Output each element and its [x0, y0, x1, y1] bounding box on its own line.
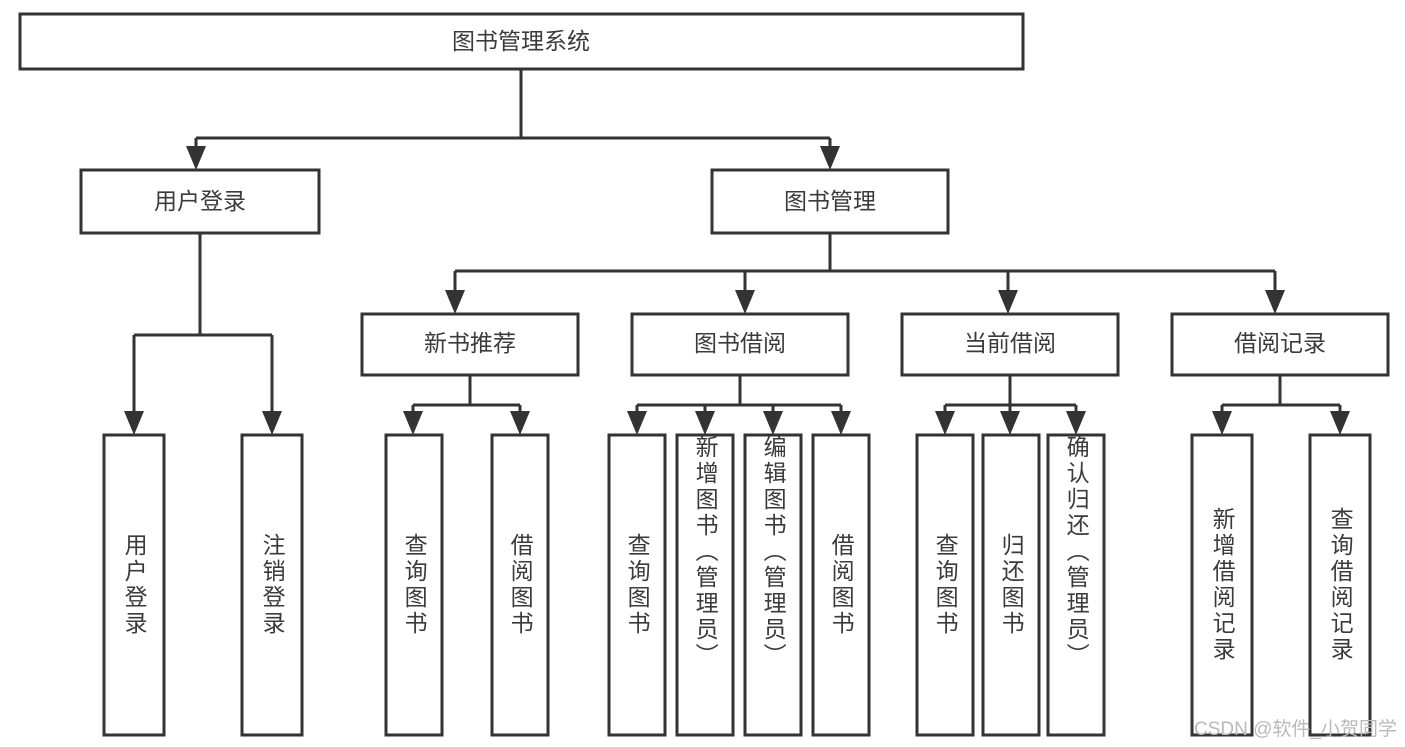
- leaf-confirm-return-admin-label: 确认归还（管理员）: [1063, 435, 1090, 669]
- leaf-query-book-1[interactable]: 查询图书: [386, 435, 442, 735]
- leaf-box-query-book-2[interactable]: [607, 433, 667, 737]
- node-book-borrow[interactable]: [630, 312, 850, 377]
- leaf-query-borrow-record-label: 查询借阅记录: [1327, 507, 1354, 663]
- leaf-add-borrow-record-label: 新增借阅记录: [1209, 507, 1236, 663]
- leaf-box-confirm-return-admin[interactable]: [1046, 433, 1106, 737]
- csdn-watermark: CSDN @软件_小贺同学: [1194, 719, 1397, 740]
- leaf-return-book-label: 归还图书: [998, 533, 1025, 637]
- arrow-to-leaf-return-book: [1000, 411, 1020, 435]
- leaf-box-add-book-admin[interactable]: [675, 433, 735, 737]
- arrow-to-leaf-confirm-return: [1066, 411, 1086, 435]
- node-new-book-recommend[interactable]: [360, 312, 580, 377]
- leaf-box-return-book[interactable]: [981, 433, 1041, 737]
- leaf-add-borrow-record[interactable]: 新增借阅记录: [1192, 435, 1252, 735]
- leaf-confirm-return-admin[interactable]: 确认归还（管理员）: [1048, 435, 1104, 735]
- leaf-logout-label: 注销登录: [259, 533, 286, 637]
- leaf-box-borrow-book-1[interactable]: [490, 433, 550, 737]
- node-root-system-label: 图书管理系统: [452, 28, 590, 54]
- leaf-box-logout[interactable]: [240, 433, 304, 737]
- arrow-to-leaf-query-book-1: [403, 411, 423, 435]
- leaf-query-book-3-label: 查询图书: [932, 533, 959, 637]
- leaf-box-query-book-1[interactable]: [384, 433, 444, 737]
- leaf-query-borrow-record[interactable]: 查询借阅记录: [1310, 435, 1370, 735]
- arrow-to-book-mgmt: [820, 146, 840, 170]
- node-book-management[interactable]: [710, 168, 950, 235]
- node-user-login-label: 用户登录: [154, 188, 246, 214]
- node-new-book-recommend-label: 新书推荐: [424, 330, 516, 356]
- arrow-to-leaf-add-book: [695, 411, 715, 435]
- node-current-borrow-label: 当前借阅: [964, 330, 1056, 356]
- arrow-to-leaf-add-record: [1212, 411, 1232, 435]
- leaf-borrow-book-1[interactable]: 借阅图书: [492, 435, 548, 735]
- arrow-to-leaf-user-login: [124, 411, 144, 435]
- arrow-to-leaf-query-book-3: [935, 411, 955, 435]
- leaf-add-book-admin-label: 新增图书（管理员）: [692, 435, 719, 669]
- arrow-to-book-borrow: [735, 290, 755, 314]
- leaf-box-borrow-book-2[interactable]: [811, 433, 871, 737]
- arrow-to-leaf-borrow-book-1: [510, 411, 530, 435]
- node-current-borrow[interactable]: [900, 312, 1120, 377]
- arrow-to-leaf-query-book-2: [627, 411, 647, 435]
- node-book-borrow-label: 图书借阅: [694, 330, 786, 356]
- arrow-to-new-book-rec: [445, 290, 465, 314]
- leaf-logout[interactable]: 注销登录: [242, 435, 302, 735]
- leaf-box-query-borrow-record[interactable]: [1308, 433, 1372, 737]
- node-layer: 图书管理系统 用户登录 图书管理 新书推荐 图书借阅 当前借阅 借阅记录: [18, 12, 1390, 737]
- leaf-box-query-book-3[interactable]: [915, 433, 975, 737]
- arrow-to-leaf-query-record: [1330, 411, 1350, 435]
- leaf-query-book-2-label: 查询图书: [624, 533, 651, 637]
- leaf-box-edit-book-admin[interactable]: [743, 433, 803, 737]
- leaf-add-book-admin[interactable]: 新增图书（管理员）: [677, 435, 733, 735]
- leaf-query-book-2[interactable]: 查询图书: [609, 435, 665, 735]
- node-borrow-record[interactable]: [1170, 312, 1390, 377]
- arrow-to-leaf-edit-book: [763, 411, 783, 435]
- leaf-edit-book-admin[interactable]: 编辑图书（管理员）: [745, 435, 801, 735]
- node-book-management-label: 图书管理: [784, 188, 876, 214]
- arrow-to-leaf-borrow-book-2: [831, 411, 851, 435]
- leaf-user-login-label: 用户登录: [121, 533, 148, 637]
- leaf-borrow-book-2[interactable]: 借阅图书: [813, 435, 869, 735]
- arrow-to-current-borrow: [998, 290, 1018, 314]
- leaf-query-book-1-label: 查询图书: [401, 533, 428, 637]
- leaf-return-book[interactable]: 归还图书: [983, 435, 1039, 735]
- arrow-to-leaf-logout: [262, 411, 282, 435]
- leaf-box-add-borrow-record[interactable]: [1190, 433, 1254, 737]
- leaf-edit-book-admin-label: 编辑图书（管理员）: [760, 435, 787, 669]
- connector-layer: [124, 69, 1350, 435]
- leaf-box-user-login[interactable]: [102, 433, 166, 737]
- node-root-system[interactable]: [18, 12, 1025, 71]
- leaf-query-book-3[interactable]: 查询图书: [917, 435, 973, 735]
- leaf-borrow-book-2-label: 借阅图书: [828, 533, 855, 637]
- arrow-to-borrow-record: [1265, 290, 1285, 314]
- node-borrow-record-label: 借阅记录: [1234, 330, 1326, 356]
- node-user-login[interactable]: [79, 168, 321, 235]
- leaf-user-login[interactable]: 用户登录: [104, 435, 164, 735]
- arrow-to-user-login: [186, 146, 206, 170]
- leaf-borrow-book-1-label: 借阅图书: [507, 533, 534, 637]
